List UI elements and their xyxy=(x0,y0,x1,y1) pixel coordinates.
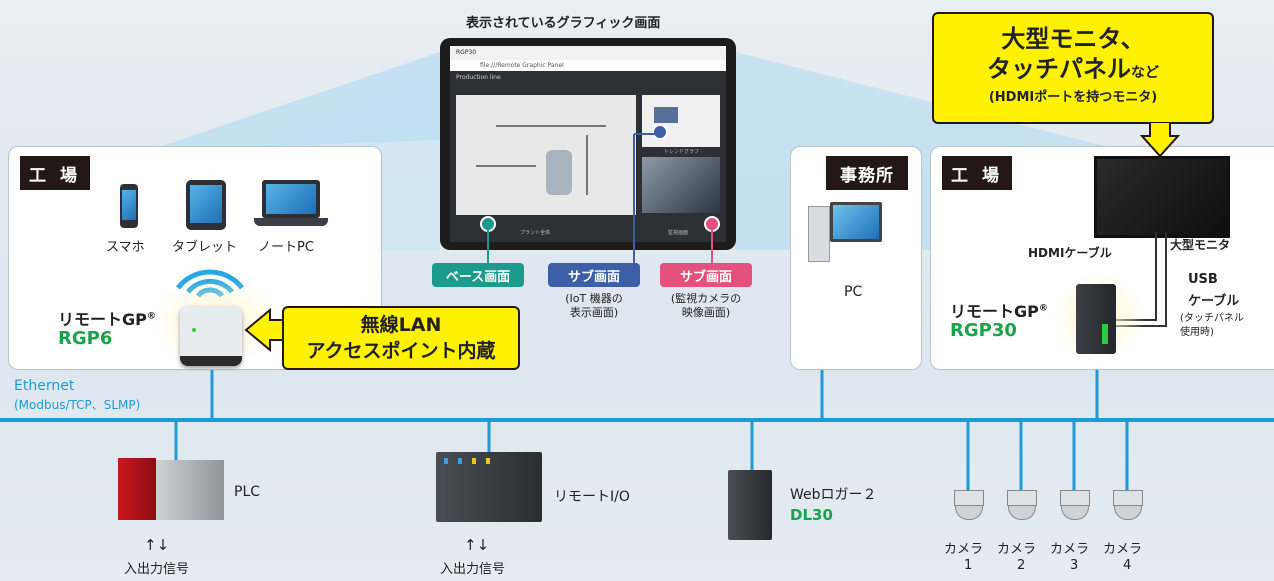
tablet-icon xyxy=(186,180,226,230)
usb-cable-label: ケーブル xyxy=(1188,294,1240,309)
camera-sub-screen-note: (監視カメラの 映像画面) xyxy=(670,292,742,319)
browser-tab: RGP30 xyxy=(450,46,726,60)
laptop-label: ノートPC xyxy=(258,240,314,255)
rgp6-model: RGP6 xyxy=(58,328,113,349)
office-tag: 事務所 xyxy=(826,156,908,190)
mimic-diagram xyxy=(456,95,636,215)
wireless-lan-callout: 無線LAN アクセスポイント内蔵 xyxy=(282,306,520,370)
ethernet-label: Ethernet xyxy=(14,378,75,394)
web-logger-model: DL30 xyxy=(790,506,833,524)
camera-1-number: 1 xyxy=(964,558,973,573)
camera-panel xyxy=(642,157,720,213)
pc-label: PC xyxy=(844,284,863,300)
remote-io-icon xyxy=(436,452,542,522)
remote-io-label: リモートI/O xyxy=(554,489,630,505)
camera-3-number: 3 xyxy=(1070,558,1079,573)
monitor-callout-suffix: など xyxy=(1131,65,1159,81)
monitor-callout-line2: タッチパネル xyxy=(987,55,1131,83)
camera-sub-screen-label: サブ画面 xyxy=(660,263,752,287)
plc-cpu-icon xyxy=(118,458,156,520)
camera-1-label: カメラ xyxy=(944,542,984,557)
remote-io-signal-label: 入出力信号 xyxy=(440,562,506,577)
web-logger-icon xyxy=(728,470,772,540)
plc-module-icon xyxy=(156,460,224,520)
usb-note: (タッチパネル 使用時) xyxy=(1180,313,1244,338)
smartphone-label: スマホ xyxy=(106,240,145,255)
camera-3-label: カメラ xyxy=(1050,542,1090,557)
graphic-screen-display: RGP30 file:///Remote Graphic Panel Produ… xyxy=(440,38,736,250)
plc-io-arrows: ↑↓ xyxy=(144,536,170,554)
camera-2-number: 2 xyxy=(1017,558,1026,573)
screen-caption: 表示されているグラフィック画面 xyxy=(466,16,661,31)
iot-sub-screen-marker xyxy=(652,124,668,140)
wireless-callout-line2: アクセスポイント内蔵 xyxy=(306,340,496,362)
iot-sub-screen-note: (IoT 機器の 表示画面) xyxy=(565,292,623,319)
monitor-callout-line3: (HDMIポートを持つモニタ) xyxy=(988,90,1158,105)
camera-label: 監視画面 xyxy=(668,230,689,236)
base-screen-label: ベース画面 xyxy=(432,263,524,287)
monitor-callout-line1: 大型モニタ、 xyxy=(1001,25,1145,53)
callout-arrow-icon xyxy=(244,308,285,352)
plc-label: PLC xyxy=(234,484,261,500)
camera-2-icon xyxy=(1007,490,1037,520)
camera-sub-screen-marker xyxy=(704,216,720,232)
plc-io-label: 入出力信号 xyxy=(124,562,190,577)
iot-sub-screen-label: サブ画面 xyxy=(548,263,640,287)
camera-3-icon xyxy=(1060,490,1090,520)
rgp6-device-icon xyxy=(180,306,242,366)
address-bar[interactable]: file:///Remote Graphic Panel xyxy=(450,60,726,71)
camera-1-icon xyxy=(954,490,984,520)
rgp6-product-name: リモートGP® xyxy=(58,310,156,329)
remote-io-arrows: ↑↓ xyxy=(464,536,490,554)
trend-panel xyxy=(642,95,720,147)
web-logger-label: Webロガー２ xyxy=(790,487,877,503)
hdmi-cable-label: HDMIケーブル xyxy=(1028,246,1112,260)
large-monitor-callout: 大型モニタ、 タッチパネルなど (HDMIポートを持つモニタ) xyxy=(932,12,1214,124)
page-title: Production line xyxy=(456,74,501,81)
pc-tower-icon xyxy=(808,206,830,262)
factory-right-tag: 工 場 xyxy=(942,156,1012,190)
camera-4-icon xyxy=(1113,490,1143,520)
trend-label: トレンドグラフ xyxy=(664,149,700,155)
camera-4-number: 4 xyxy=(1123,558,1132,573)
down-arrow-icon xyxy=(1140,122,1180,158)
rgp30-product-name: リモートGP® xyxy=(950,302,1048,321)
ethernet-protocols: (Modbus/TCP、SLMP) xyxy=(14,398,141,412)
tablet-label: タブレット xyxy=(172,240,238,255)
base-screen-marker xyxy=(480,216,496,232)
laptop-icon xyxy=(262,180,320,218)
rgp30-device-icon xyxy=(1076,284,1116,354)
factory-left-tag: 工 場 xyxy=(20,156,90,190)
camera-4-label: カメラ xyxy=(1103,542,1143,557)
pc-monitor-icon xyxy=(830,202,882,242)
large-monitor-icon xyxy=(1094,156,1230,238)
mimic-label: プラント全体 xyxy=(520,230,551,236)
smartphone-icon xyxy=(120,184,138,228)
large-monitor-label: 大型モニタ xyxy=(1170,238,1231,252)
wireless-callout-line1: 無線LAN xyxy=(360,314,442,336)
laptop-base xyxy=(254,218,328,226)
camera-2-label: カメラ xyxy=(997,542,1037,557)
rgp30-model: RGP30 xyxy=(950,320,1017,341)
usb-label: USB xyxy=(1188,272,1218,287)
